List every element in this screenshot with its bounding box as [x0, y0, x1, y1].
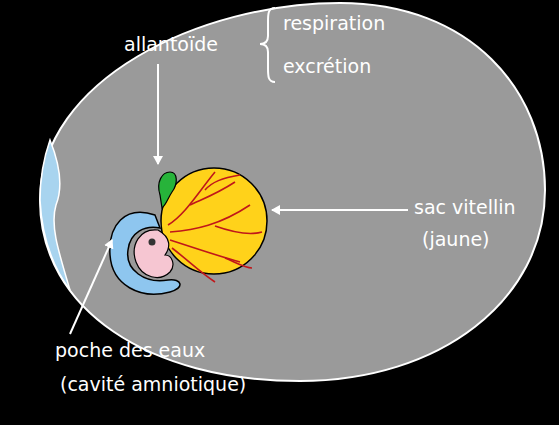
part-label: (cavité amniotique)	[60, 374, 246, 395]
embryo-eye	[149, 239, 156, 246]
leader-arrow	[157, 64, 159, 164]
leader-arrow	[272, 209, 408, 211]
amnion	[110, 212, 180, 294]
allantois	[159, 172, 177, 208]
part-label: poche des eaux	[55, 340, 205, 361]
yolk-sac	[161, 168, 267, 274]
air-cell	[40, 140, 70, 290]
blood-vessels	[168, 172, 262, 282]
part-label: sac vitellin	[414, 197, 516, 218]
leader-arrow	[70, 240, 112, 334]
embryo	[134, 230, 173, 278]
part-label: allantoïde	[124, 34, 218, 55]
function-label: excrétion	[283, 56, 371, 77]
brace	[260, 8, 275, 82]
part-label: (jaune)	[422, 229, 490, 250]
function-label: respiration	[283, 13, 385, 34]
egg-shell	[40, 3, 545, 381]
